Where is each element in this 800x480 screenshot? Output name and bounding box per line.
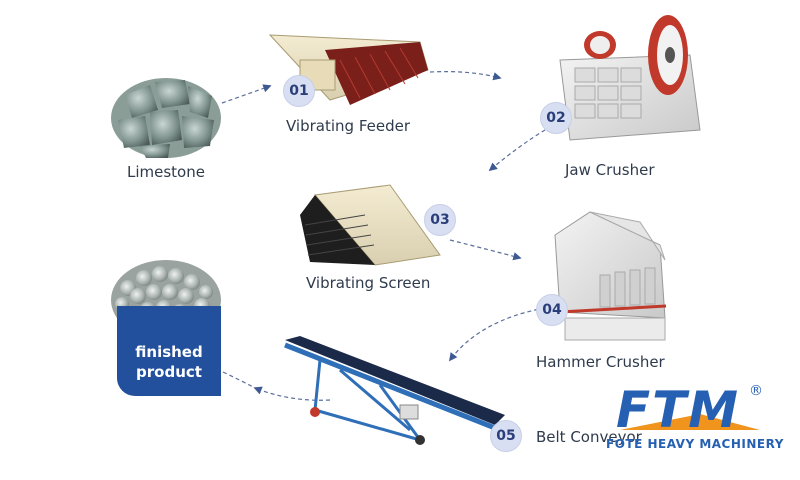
registered-mark: ® <box>749 383 763 399</box>
arrow-conveyor-to-product <box>253 386 331 401</box>
arrow-hammer-to-conveyor <box>448 307 546 362</box>
label-belt-conveyor: Belt Conveyor <box>536 428 642 446</box>
finished-product-box: finished product <box>117 306 221 396</box>
label-jaw-crusher: Jaw Crusher <box>565 161 655 179</box>
step-badge-05: 05 <box>490 420 522 452</box>
label-vibrating-screen: Vibrating Screen <box>306 274 431 292</box>
hammer-crusher-image <box>554 211 667 341</box>
belt-conveyor-image <box>284 336 505 445</box>
logo-letters: FTM <box>616 381 741 439</box>
ftm-logo-graphic <box>620 414 760 430</box>
step-badge-04: 04 <box>536 294 568 326</box>
step-badge-03: 03 <box>424 204 456 236</box>
flow-arrows <box>221 71 546 401</box>
ftm-logo: FTM ® FOTE HEAVY MACHINERY <box>606 381 783 451</box>
arrow-feeder-to-jaw <box>429 71 502 81</box>
vibrating-screen-image <box>300 184 441 266</box>
arrow-screen-to-hammer <box>449 239 522 261</box>
arrow-limestone-to-feeder <box>221 84 272 104</box>
step-badge-01: 01 <box>283 75 315 107</box>
label-vibrating-feeder: Vibrating Feeder <box>286 117 411 135</box>
finished-product-line1: finished <box>135 343 203 361</box>
logo-tagline: FOTE HEAVY MACHINERY <box>606 437 784 451</box>
arrow-jaw-to-screen <box>488 129 546 172</box>
limestone-image <box>111 78 221 158</box>
vibrating-feeder-image <box>268 34 429 105</box>
finished-product-line2: product <box>136 363 202 381</box>
arrow-product-link <box>222 371 256 389</box>
label-limestone: Limestone <box>127 163 205 181</box>
step-badge-02: 02 <box>540 102 572 134</box>
jaw-crusher-image <box>559 15 701 141</box>
label-hammer-crusher: Hammer Crusher <box>536 353 665 371</box>
